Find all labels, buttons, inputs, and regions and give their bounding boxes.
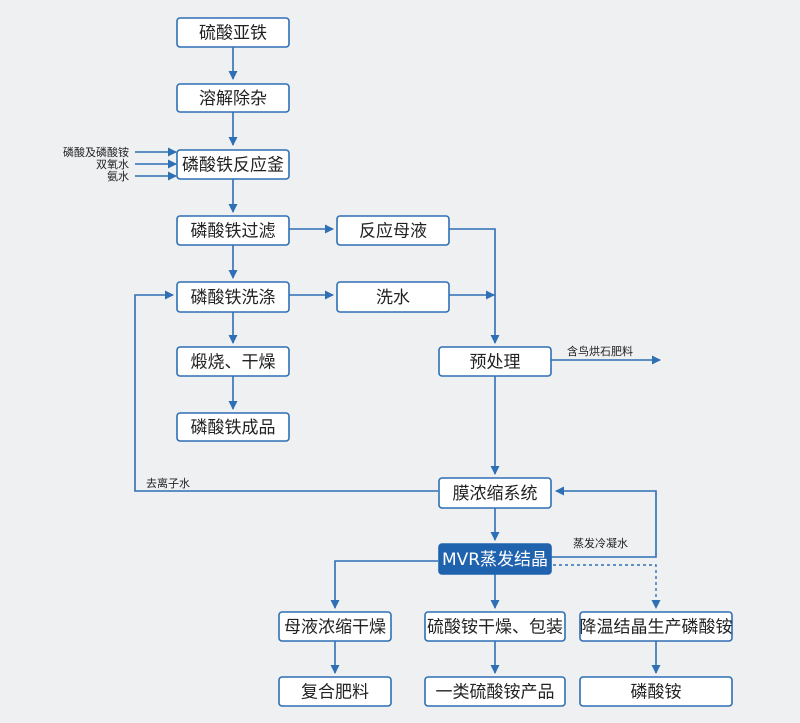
node-label: MVR蒸发结晶 (442, 550, 548, 570)
node-label: 磷酸铁反应釜 (182, 156, 284, 176)
arrow-condensate-return (551, 486, 657, 558)
input-label-ammonia: 氨水 (107, 170, 129, 183)
arrow-head-cooling (651, 600, 661, 609)
node-label: 磷酸铁过滤 (191, 222, 276, 242)
node-label: 硫酸亚铁 (199, 24, 267, 44)
node-label: 反应母液 (359, 222, 427, 242)
node-membrane-system: 膜浓缩系统 (438, 477, 552, 509)
node-label: 降温结晶生产磷酸铵 (580, 618, 733, 638)
node-pretreatment: 预处理 (438, 346, 552, 377)
node-wash-water: 洗水 (336, 281, 450, 313)
node-ammonium-phosphate: 磷酸铵 (579, 676, 733, 707)
arrow-mother-to-pretreat (449, 228, 500, 344)
node-iron-phosphate-product: 磷酸铁成品 (176, 412, 290, 442)
node-reactor: 磷酸铁反应釜 (176, 149, 290, 180)
node-label: 煅烧、干燥 (191, 353, 276, 373)
node-calcine-dry: 煅烧、干燥 (176, 346, 290, 377)
arrow-mvr-to-cooling (553, 564, 657, 604)
node-mother-liquor: 反应母液 (336, 215, 450, 246)
node-cooling-crystallization: 降温结晶生产磷酸铵 (579, 611, 733, 642)
arrow-mvr-to-motherdry (330, 560, 438, 609)
node-ammonium-sulfate-product: 一类硫酸铵产品 (424, 676, 566, 707)
node-washing: 磷酸铁洗涤 (176, 281, 290, 313)
node-label: 洗水 (376, 288, 410, 308)
node-label: 磷酸铁成品 (191, 418, 276, 438)
node-label: 磷酸铁洗涤 (191, 288, 276, 308)
node-mvr-evaporation: MVR蒸发结晶 (438, 543, 552, 575)
node-label: 复合肥料 (301, 683, 369, 703)
node-label: 膜浓缩系统 (453, 484, 538, 504)
input-label-phosphoric: 磷酸及磷酸铵 (63, 145, 129, 159)
condensate-label: 蒸发冷凝水 (573, 536, 628, 550)
connectors (134, 47, 661, 674)
node-ammonium-sulfate-dry: 硫酸铵干燥、包装 (424, 611, 566, 642)
node-mother-liquor-dry: 母液浓缩干燥 (278, 611, 392, 642)
node-label: 母液浓缩干燥 (284, 618, 386, 638)
side-output-label: 含鸟烘石肥料 (567, 344, 633, 358)
node-label: 一类硫酸铵产品 (436, 683, 555, 703)
deionized-water-label: 去离子水 (146, 476, 190, 490)
arrow-head-washwater (486, 290, 495, 300)
node-compound-fertilizer: 复合肥料 (278, 676, 392, 707)
node-label: 预处理 (470, 353, 521, 373)
node-ferrous-sulfate: 硫酸亚铁 (176, 17, 290, 48)
node-label: 溶解除杂 (199, 89, 267, 109)
node-label: 硫酸铵干燥、包装 (427, 618, 563, 638)
node-label: 磷酸铵 (631, 683, 682, 703)
arrow-deionized-return (134, 290, 438, 492)
node-dissolve-impurity: 溶解除杂 (176, 83, 290, 113)
node-filter: 磷酸铁过滤 (176, 215, 290, 246)
input-label-peroxide: 双氧水 (96, 157, 129, 171)
